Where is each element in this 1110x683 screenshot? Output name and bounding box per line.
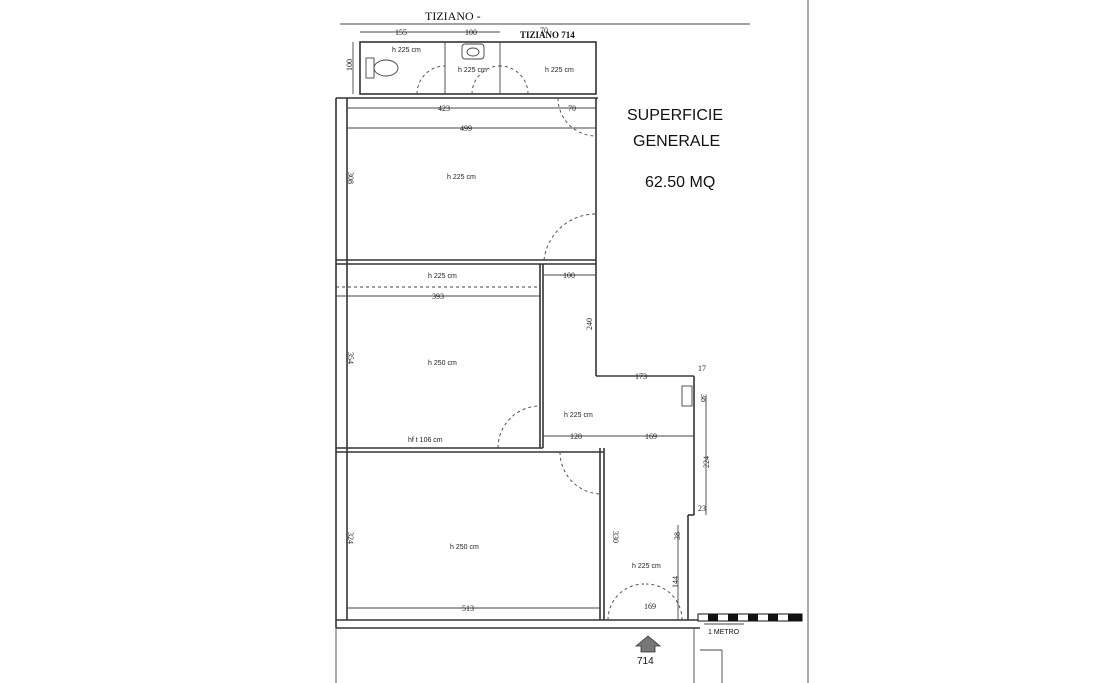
dim-224: 224 [702, 456, 711, 468]
footer-band: 714 [335, 628, 723, 683]
scale-label: 1 METRO [708, 629, 740, 636]
entrance-arrow-icon [634, 635, 662, 653]
dim-354: 354 [346, 352, 355, 364]
room-label-main: h 225 cm [447, 174, 476, 181]
dim-423: 423 [438, 104, 450, 113]
unit-name: TIZIANO 714 [520, 30, 575, 40]
dim-169-mid: 169 [645, 432, 657, 441]
bottom-room: 324 h 250 cm 513 330 [346, 531, 620, 613]
room-label-wc-left: h 225 cm [392, 47, 421, 54]
hft-note: hf t 106 cm [408, 437, 443, 444]
street-name: TIZIANO - [425, 9, 481, 23]
dim-499: 499 [460, 124, 472, 133]
summary-area: 62.50 MQ [645, 174, 715, 191]
dim-70-top: 70 [540, 26, 548, 35]
dim-70: 70 [568, 104, 576, 113]
main-room: 423 70 499 308 h 225 cm [346, 97, 597, 261]
dim-100-top: 100 [465, 28, 477, 37]
interior-wall-2 [336, 447, 605, 620]
entry: h 225 cm 38 144 169 [607, 525, 683, 621]
dim-240: 240 [585, 318, 594, 330]
summary-line1: SUPERFICIE [627, 107, 723, 124]
dim-23: 23 [698, 504, 706, 513]
wc-strip: 155 100 70 100 h 225 cm h 225 cm h 225 c… [345, 26, 597, 95]
room-label-entry: h 225 cm [632, 563, 661, 570]
dim-38-low: 38 [673, 532, 682, 540]
entrance-number: 714 [637, 656, 654, 667]
dim-120: 120 [570, 432, 582, 441]
scale-bar: 1 METRO [697, 613, 803, 636]
dim-330: 330 [611, 531, 620, 543]
dim-144: 144 [671, 576, 680, 588]
outer-walls [335, 97, 700, 629]
dim-100: 100 [563, 271, 575, 280]
middle-room: 100 240 354 h 250 cm hf t 106 cm [346, 264, 596, 449]
dim-173: 173 [635, 372, 647, 381]
dim-169-low: 169 [644, 602, 656, 611]
dim-155: 155 [395, 28, 407, 37]
dim-17: 17 [698, 364, 706, 373]
room-label-bottom: h 250 cm [450, 544, 479, 551]
interior-wall-1: h 225 cm 393 [336, 259, 596, 301]
hall: 173 17 38 h 225 cm 120 169 224 23 [543, 364, 711, 515]
room-label-wc-right: h 225 cm [545, 67, 574, 74]
dim-324: 324 [346, 532, 355, 544]
summary-line2: GENERALE [633, 133, 720, 150]
dim-308: 308 [346, 172, 355, 184]
room-label-wc-mid: h 225 cm [458, 67, 487, 74]
room-label-corridor: h 225 cm [428, 273, 457, 280]
dim-38-top: 38 [699, 394, 708, 402]
dim-393: 393 [432, 292, 444, 301]
dim-100-side: 100 [345, 59, 354, 71]
surface-summary: SUPERFICIE GENERALE 62.50 MQ [627, 107, 723, 191]
dim-513: 513 [462, 604, 474, 613]
room-label-hall: h 225 cm [564, 412, 593, 419]
room-label-middle: h 250 cm [428, 360, 457, 367]
